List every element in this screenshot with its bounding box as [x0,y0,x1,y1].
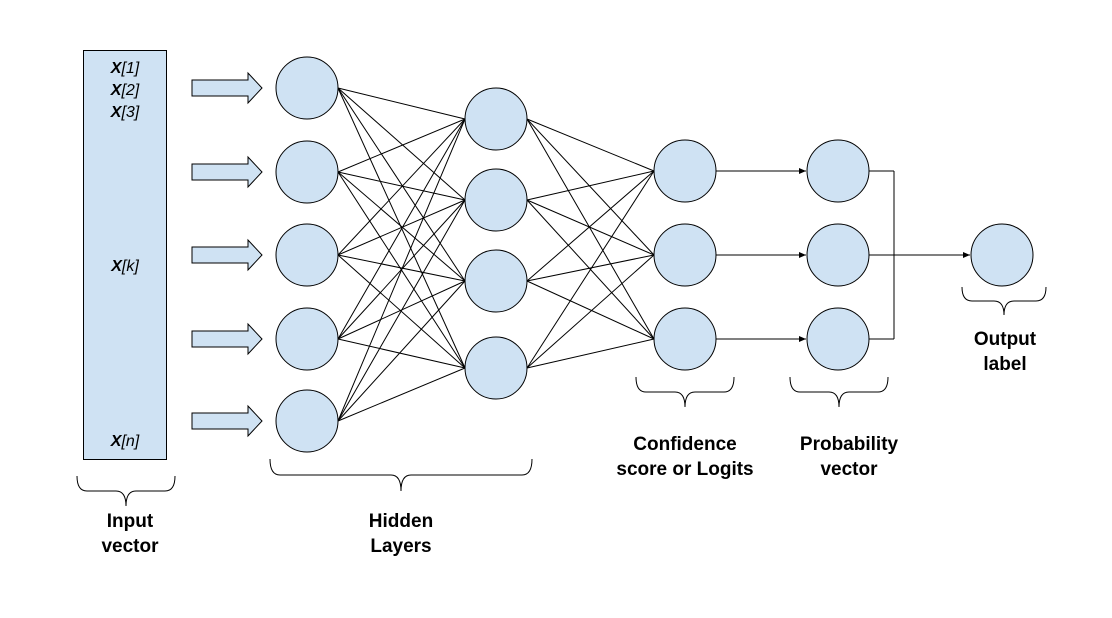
hidden1-node-3 [275,223,339,287]
input-arrow-icon-2 [191,155,263,189]
edge-h1-h2-2-1 [337,118,466,173]
hidden2-node-2 [464,168,528,232]
caption-probability-vector: Probability vector [799,434,899,480]
hidden2-node-1 [464,87,528,151]
edge-h2-logit-1-2 [526,118,655,256]
edge-h2-logit-2-2 [526,199,655,256]
logit-node-2 [653,223,717,287]
prob-node-3 [806,307,870,371]
input-entry-n: X[n] [110,433,140,450]
input-entry-k: X[k] [111,258,139,275]
prob-node-2 [806,223,870,287]
hidden2-node-3 [464,249,528,313]
prob-node-1 [806,139,870,203]
edge-h1-h2-2-2 [337,171,466,201]
edge-h1-h2-3-2 [337,199,466,256]
edge-h1-h2-5-2 [337,199,466,422]
edge-h2-logit-3-1 [526,170,655,282]
edge-h2-logit-2-1 [526,170,655,201]
edge-h1-h2-1-3 [337,87,466,282]
input-arrow-icon-3 [191,238,263,272]
edge-h2-logit-3-3 [526,280,655,340]
braces-group [76,286,1047,507]
input-entry-1: X[1] [110,60,140,77]
hidden1-node-4 [275,307,339,371]
edge-h1-h2-3-3 [337,254,466,282]
input-arrow-icon-1 [191,71,263,105]
logit-node-1 [653,139,717,203]
edge-h1-h2-1-2 [337,87,466,201]
edge-h2-logit-1-1 [526,118,655,172]
logit-node-3 [653,307,717,371]
connections-group [337,87,970,422]
edge-h1-h2-5-3 [337,280,466,422]
brace-input-vector [76,475,176,507]
input-arrows-group [191,71,263,438]
brace-hidden-layers [269,458,533,492]
input-entry-3: X[3] [110,104,140,121]
edge-h1-h2-5-4 [337,367,466,422]
input-vector-box [83,50,167,460]
input-entry-2: X[2] [110,82,140,99]
brace-output-label [961,286,1047,316]
hidden1-node-1 [275,56,339,120]
edge-h1-h2-3-1 [337,118,466,256]
hidden2-node-4 [464,336,528,400]
edge-h2-logit-4-3 [526,338,655,369]
input-arrow-icon-5 [191,404,263,438]
edge-h2-logit-4-2 [526,254,655,369]
output-node [970,223,1034,287]
edge-h2-logit-1-3 [526,118,655,340]
caption-hidden-layers: Hidden Layers [368,511,434,557]
caption-logits: Confidence score or Logits [616,434,754,480]
brace-probability-vector [789,376,889,408]
hidden1-node-5 [275,389,339,453]
nodes-group [275,56,1034,453]
edge-h2-logit-3-2 [526,254,655,282]
edge-h1-h2-4-1 [337,118,466,340]
caption-input-vector: Input vector [101,511,159,557]
edge-h2-logit-4-1 [526,170,655,369]
brace-logits [635,376,735,408]
caption-output-label: Output label [973,329,1037,375]
hidden1-node-2 [275,140,339,204]
edge-h1-h2-1-1 [337,87,466,120]
edge-h1-h2-4-4 [337,338,466,369]
edge-h1-h2-2-3 [337,171,466,282]
input-arrow-icon-4 [191,322,263,356]
edge-h1-h2-5-1 [337,118,466,422]
